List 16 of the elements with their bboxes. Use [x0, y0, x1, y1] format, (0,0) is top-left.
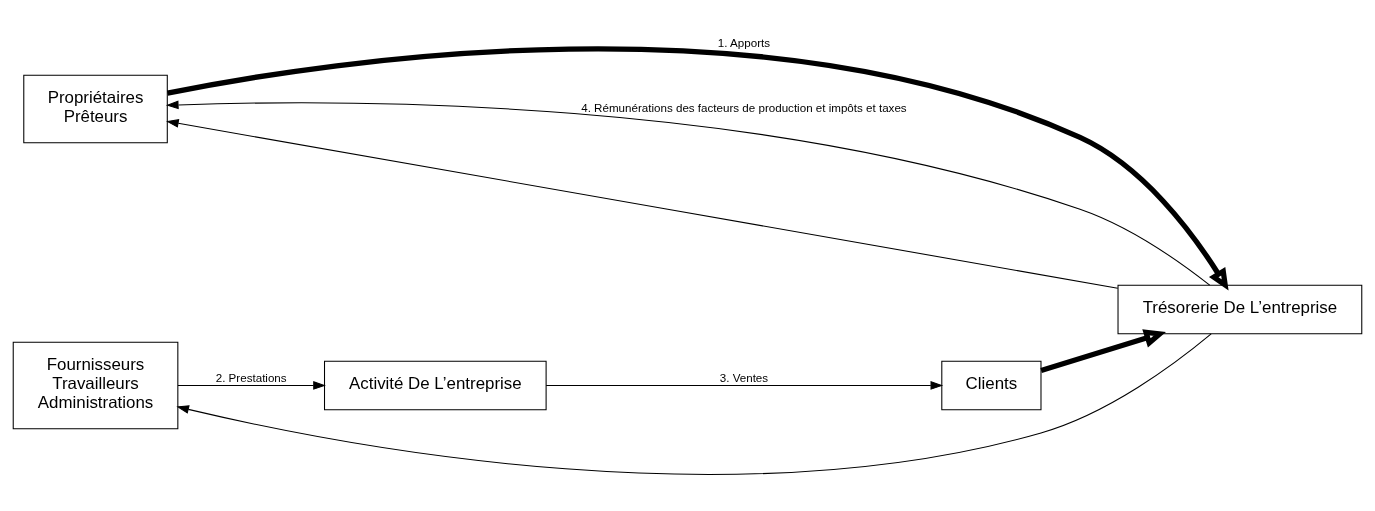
edge-label: 1. Apports	[717, 35, 771, 49]
node-box: Trésorerie De L’entreprise	[1117, 284, 1363, 334]
arrow	[1040, 328, 1166, 373]
node-box: Fournisseurs Travailleurs Administrations	[12, 341, 179, 429]
arrow	[167, 46, 1229, 291]
node-box: Propriétaires Prêteurs	[23, 74, 168, 143]
edge-label: 3. Ventes	[719, 370, 769, 384]
arrow	[177, 380, 326, 390]
node-box: Clients	[941, 360, 1042, 410]
arrow	[166, 118, 1119, 289]
arrow	[545, 380, 944, 390]
arrow	[176, 332, 1212, 475]
edge-label: 4. Rémunérations des facteurs de production et impôts et taxes	[581, 100, 907, 114]
node-box: Activité De L’entreprise	[324, 360, 547, 410]
arrow	[165, 99, 1211, 286]
edge-label: 2. Prestations	[215, 370, 287, 384]
